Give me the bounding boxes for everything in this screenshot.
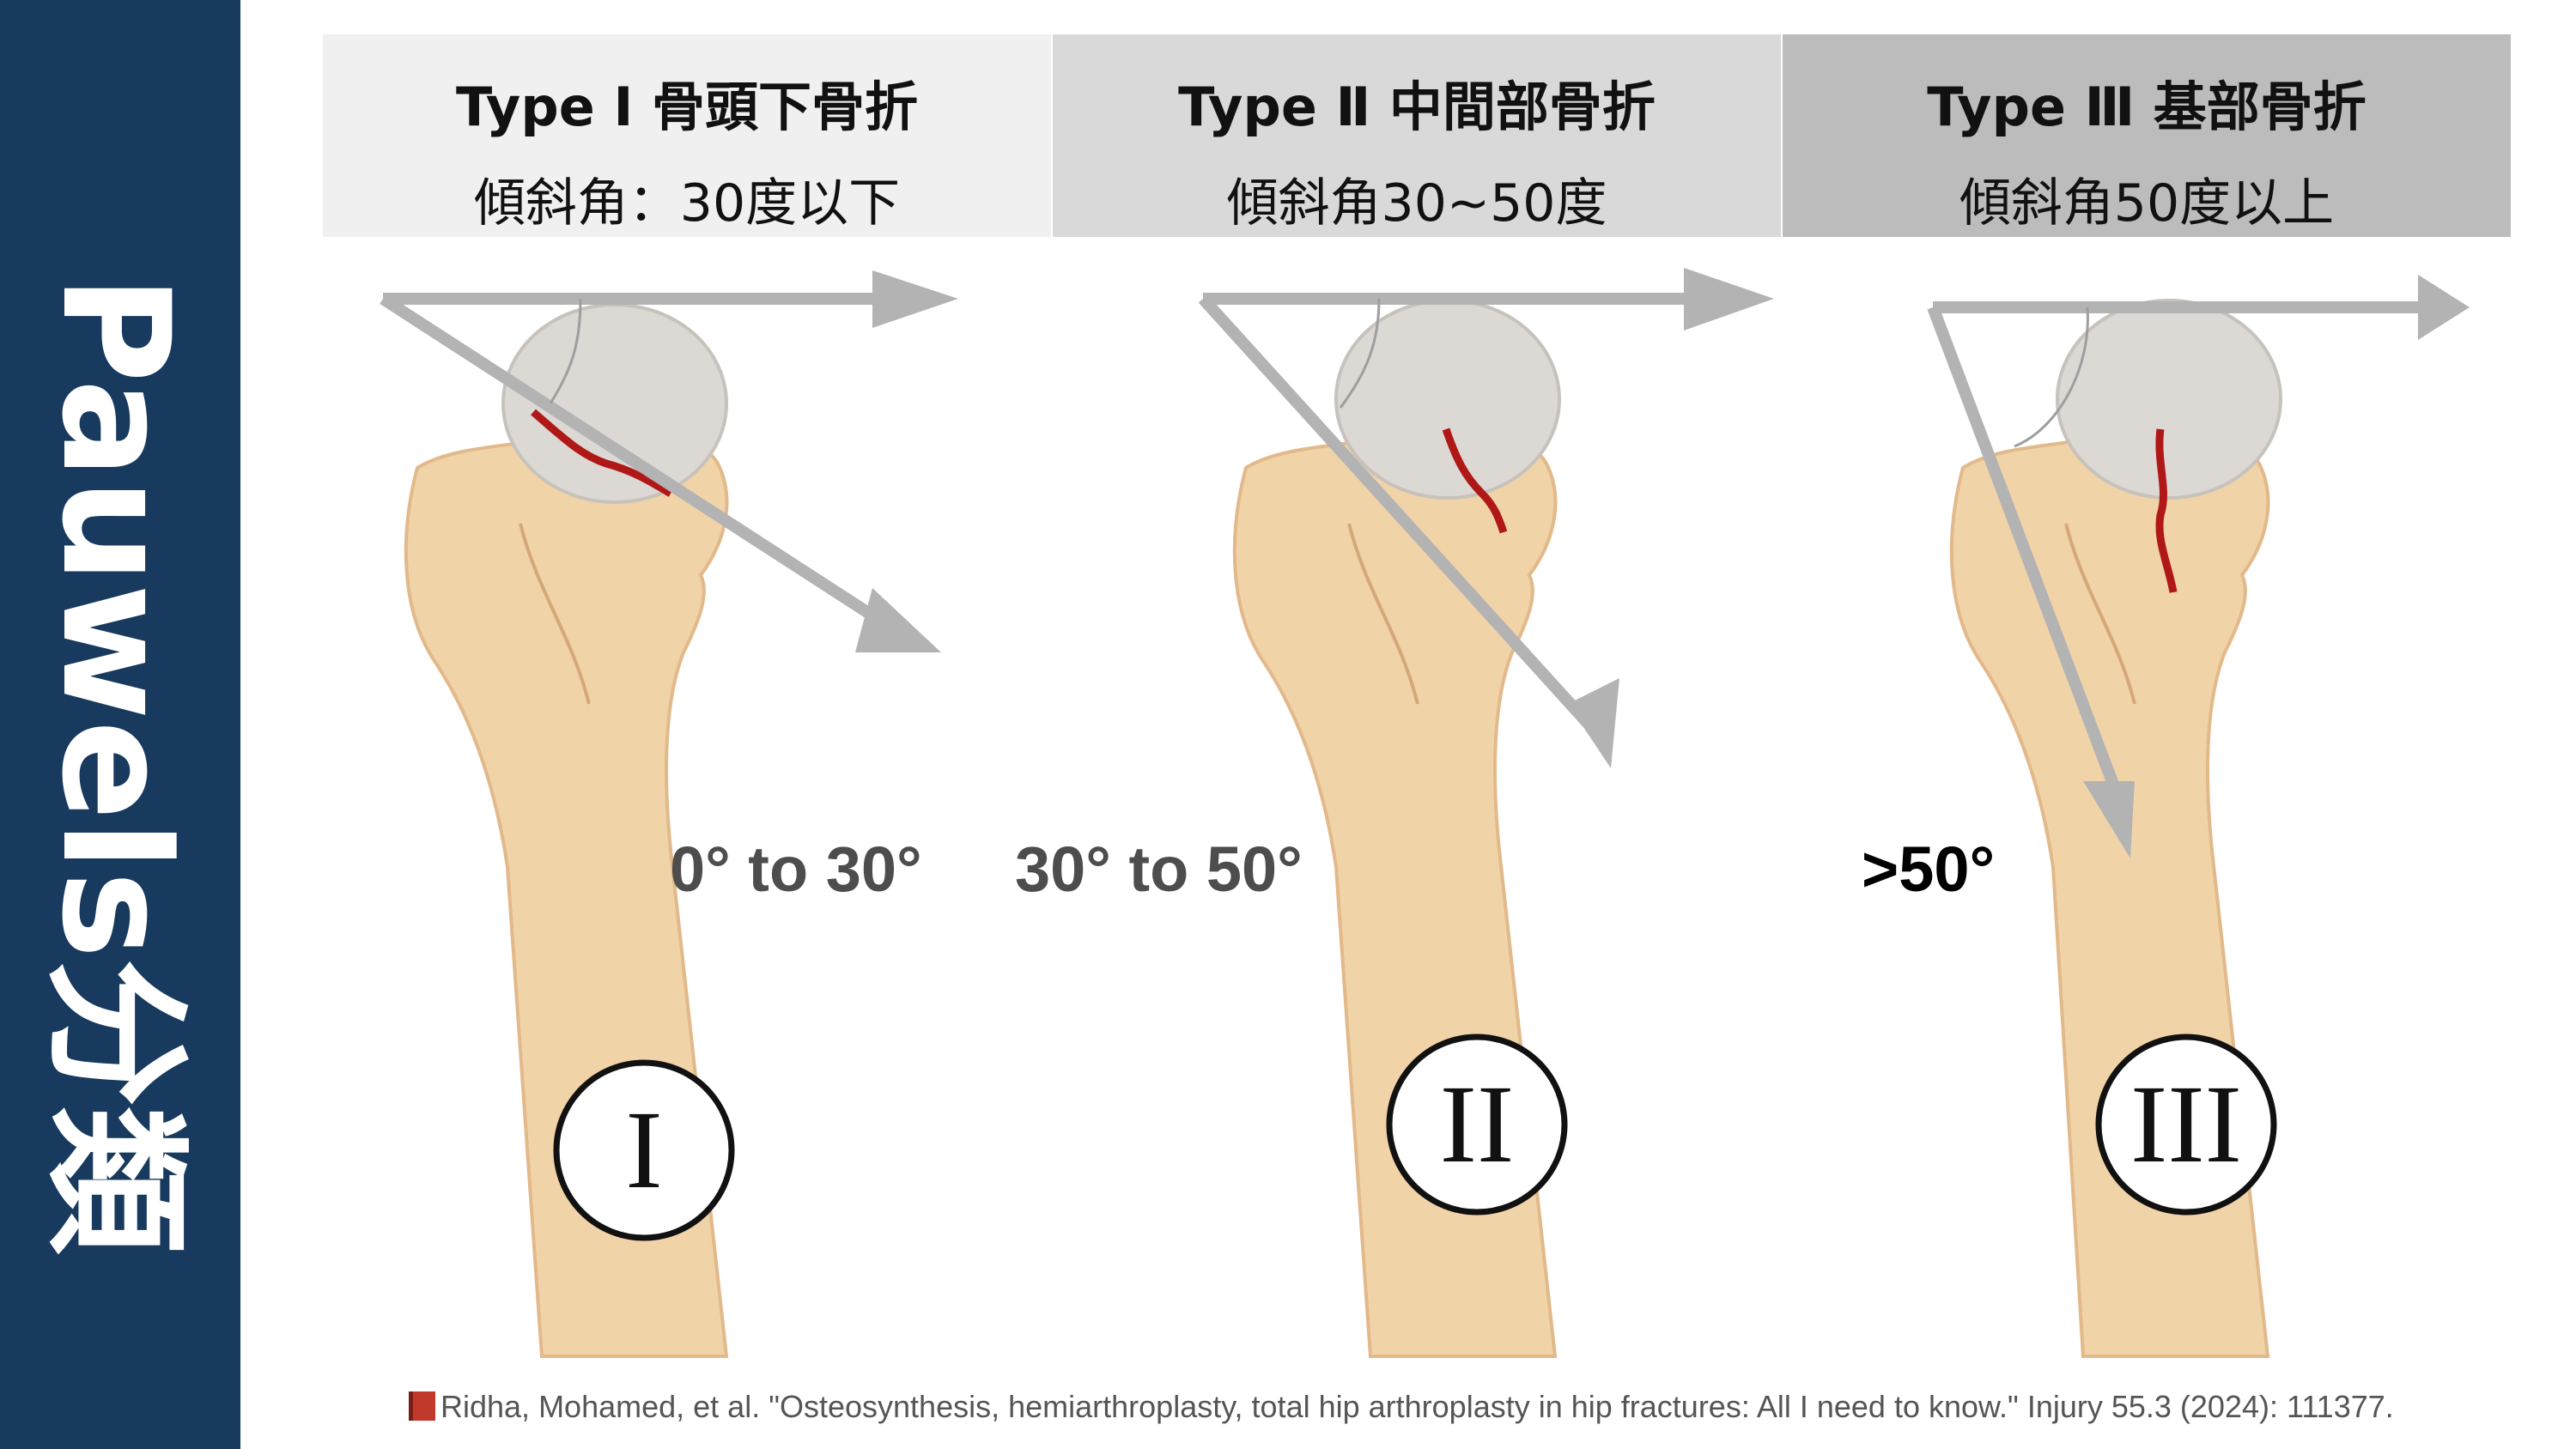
citation-text: Ridha, Mohamed, et al. "Osteosynthesis, …	[440, 1389, 2394, 1424]
header-type-3: Type Ⅲ 基部骨折 傾斜角50度以上	[1783, 34, 2511, 237]
reference-arrow-head-2	[1684, 268, 1774, 330]
angle-arrow-head-1	[855, 588, 941, 652]
femur-shaft-3	[1949, 425, 2270, 1358]
book-icon	[409, 1391, 435, 1421]
header-type-3-title: Type Ⅲ 基部骨折	[1927, 76, 2366, 138]
angle-arrow-head-2	[1568, 678, 1619, 768]
angle-arc-3	[2014, 306, 2089, 448]
angle-arc-2	[1339, 298, 1381, 409]
femur-type-2: II	[1198, 268, 1774, 1358]
header-type-2-title: Type Ⅱ 中間部骨折	[1178, 76, 1656, 138]
citation: Ridha, Mohamed, et al. "Osteosynthesis, …	[409, 1389, 2394, 1425]
roman-circle-2	[1386, 1034, 1568, 1216]
roman-numeral-1: I	[625, 1088, 662, 1212]
sidebar: Pauwels分類	[0, 0, 240, 1449]
femur-head-2	[1334, 299, 1561, 500]
femur-ridge-2	[1347, 523, 1419, 705]
sidebar-title: Pauwels分類	[29, 275, 202, 1254]
fracture-line-2	[1442, 427, 1508, 534]
femur-type-1: I	[380, 270, 958, 1358]
angle-label-type-3: >50°	[1862, 834, 1996, 905]
femur-diagram: I II III	[380, 268, 2470, 1358]
roman-numeral-3: III	[2130, 1063, 2242, 1186]
header-type-2-subtitle: 傾斜角30~50度	[1226, 173, 1607, 233]
header-type-3-subtitle: 傾斜角50度以上	[1959, 173, 2335, 233]
header-type-1-title: Type Ⅰ 骨頭下骨折	[455, 76, 919, 138]
header-type-2: Type Ⅱ 中間部骨折 傾斜角30~50度	[1053, 34, 1781, 237]
fracture-line-3	[2155, 428, 2178, 593]
angle-arrow-line-1	[380, 294, 893, 632]
angle-arrow-line-2	[1198, 294, 1599, 734]
reference-arrow-head-3	[2418, 275, 2470, 340]
femur-ridge-3	[2064, 523, 2136, 705]
reference-arrow-head-1	[872, 270, 958, 328]
angle-label-type-1: 0° to 30°	[670, 834, 922, 905]
angle-arrow-head-3	[2083, 781, 2135, 858]
roman-circle-3	[2095, 1034, 2277, 1216]
femur-type-3: III	[1927, 275, 2470, 1358]
header-type-1-subtitle: 傾斜角：30度以下	[473, 173, 901, 233]
roman-numeral-2: II	[1440, 1063, 1515, 1186]
femur-ridge-1	[519, 523, 591, 705]
fracture-line-1	[531, 409, 673, 497]
angle-arrow-line-3	[1927, 305, 2128, 809]
femur-head-3	[2056, 299, 2282, 500]
angle-label-type-2: 30° to 50°	[1015, 834, 1303, 905]
header-type-1: Type Ⅰ 骨頭下骨折 傾斜角：30度以下	[323, 34, 1051, 237]
roman-circle-1	[553, 1059, 735, 1241]
angle-arc-1	[549, 298, 582, 404]
